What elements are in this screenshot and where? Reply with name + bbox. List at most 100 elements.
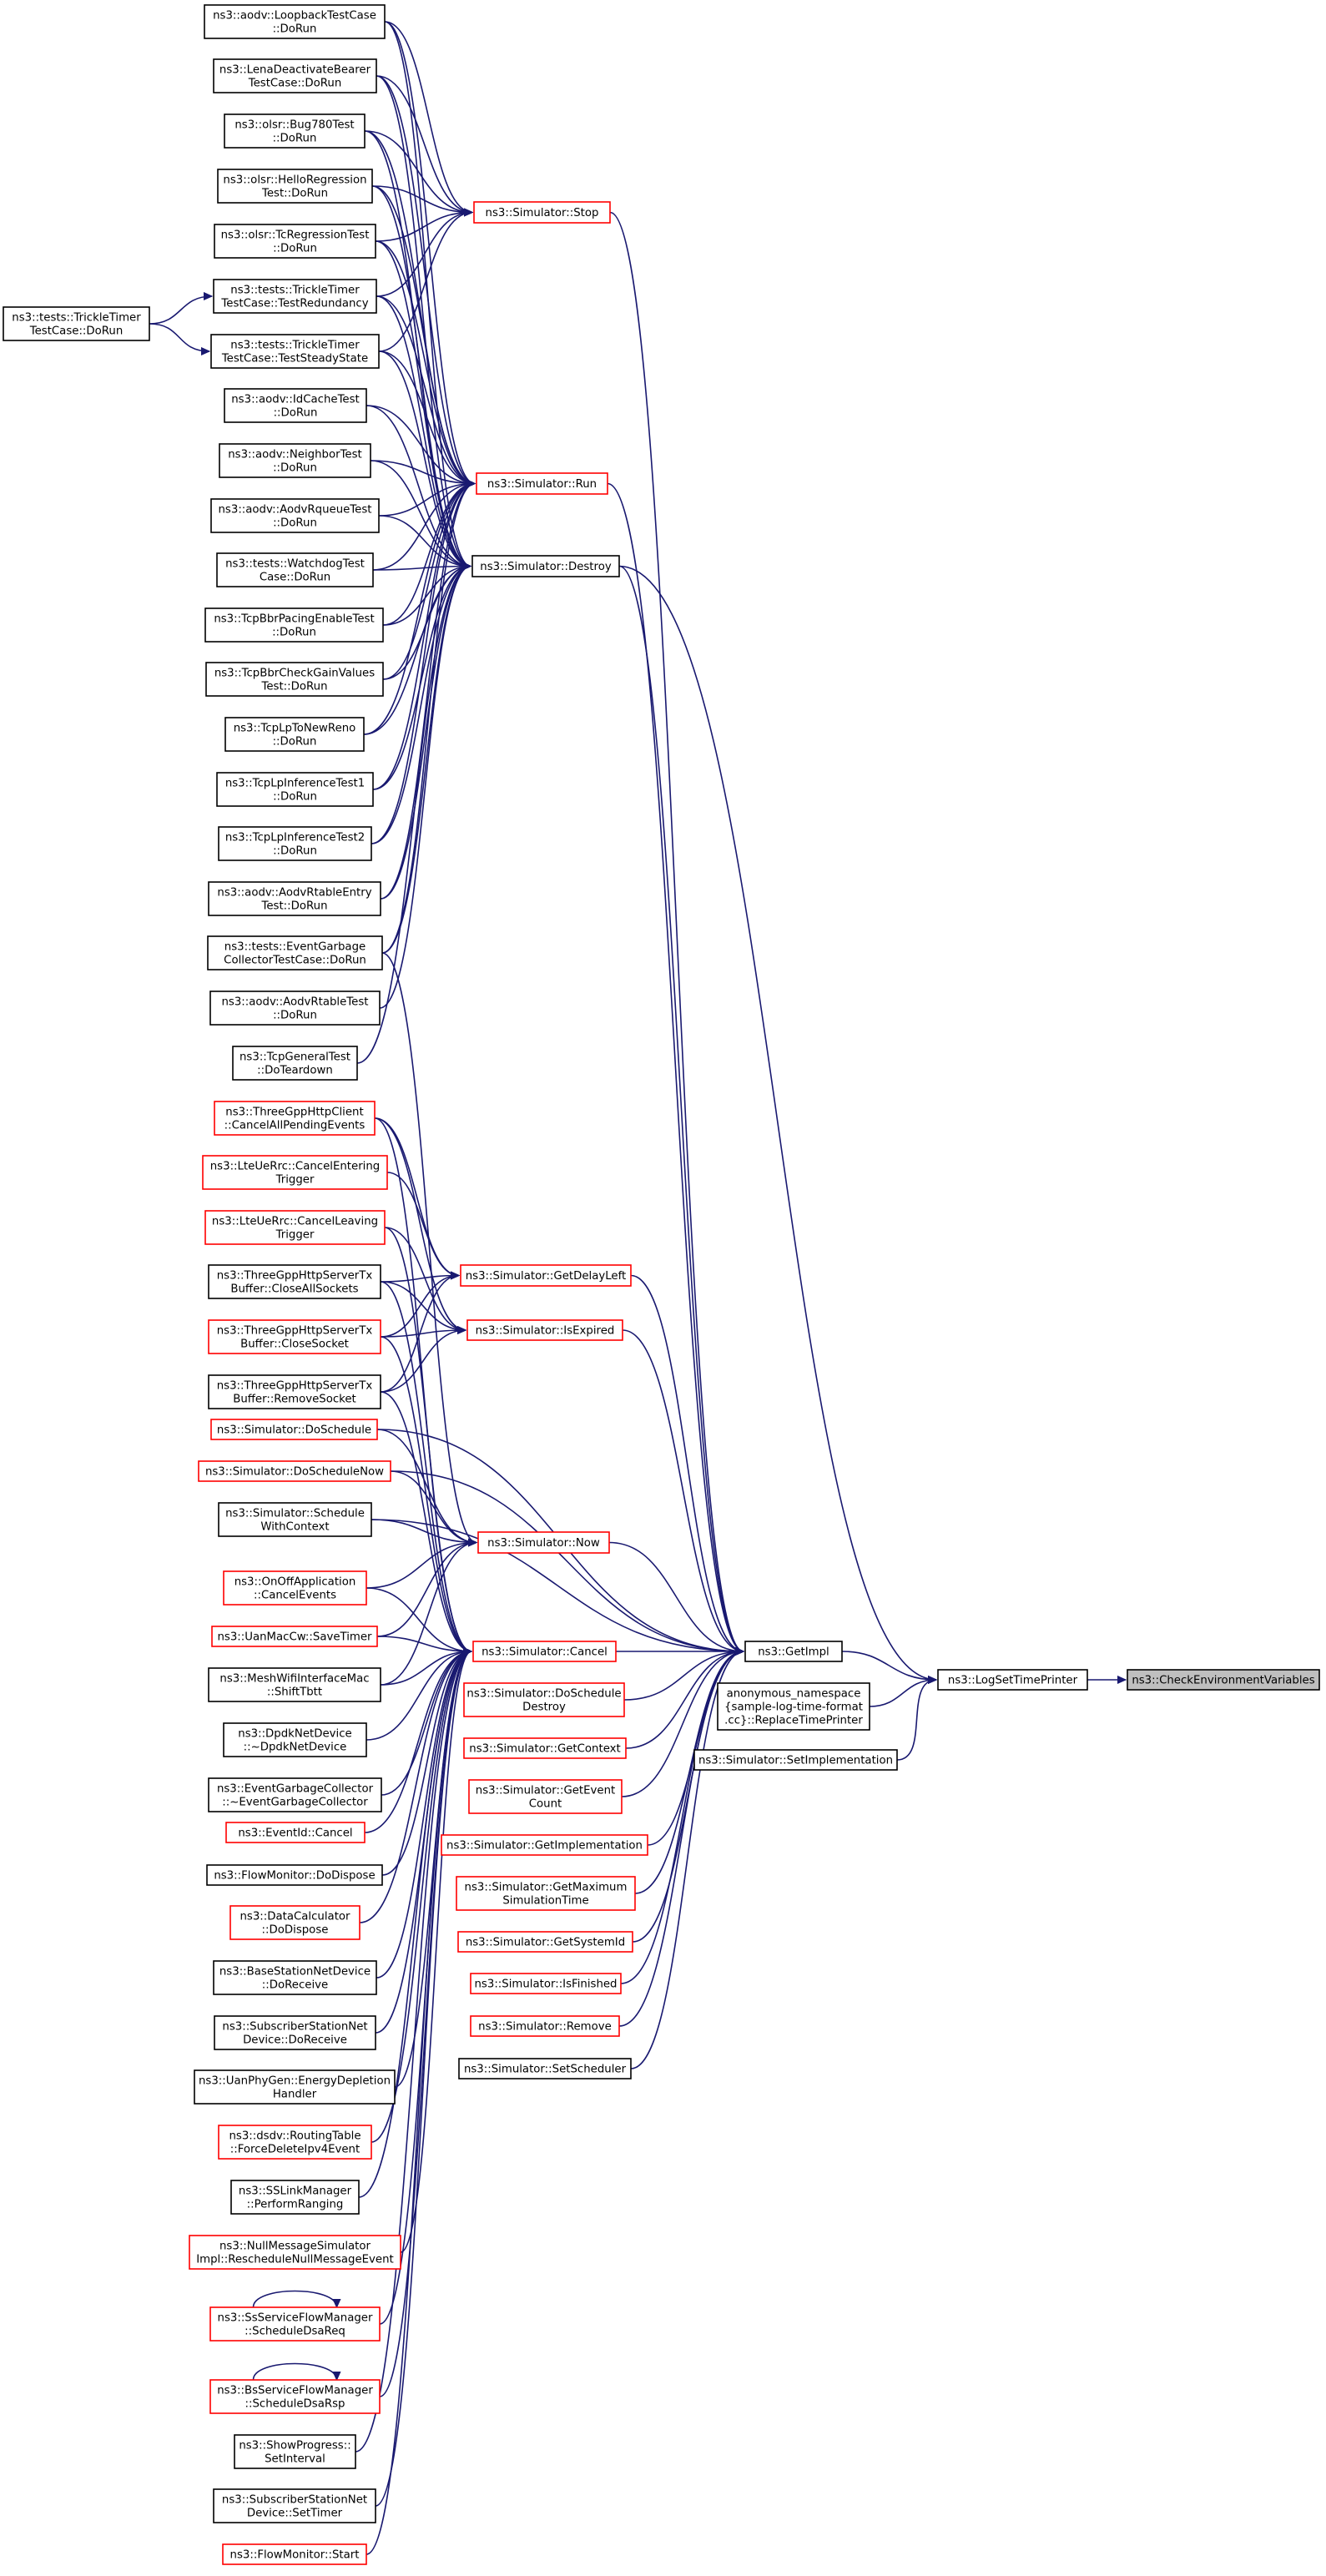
node-ss-dsa-req[interactable]: ns3::SsServiceFlowManager::ScheduleDsaRe… bbox=[209, 2306, 381, 2342]
node-label-line: ns3::TcpBbrCheckGainValues bbox=[214, 668, 375, 680]
node-sim-is-expired[interactable]: ns3::Simulator::IsExpired bbox=[466, 1319, 623, 1341]
node-aodv-rtable-test[interactable]: ns3::aodv::AodvRtableTest::DoRun bbox=[209, 991, 381, 1026]
node-trickle-redundancy[interactable]: ns3::tests::TrickleTimerTestCase::TestRe… bbox=[213, 279, 377, 314]
edge-tcp_bbr_gain-to-sim_run bbox=[382, 484, 475, 680]
edge-sim_remove-to-get_impl bbox=[618, 1651, 744, 2027]
node-onoff-cancel[interactable]: ns3::OnOffApplication::CancelEvents bbox=[223, 1570, 367, 1606]
edge-onoff_cancel-to-sim_now bbox=[366, 1543, 476, 1589]
node-eventid-cancel[interactable]: ns3::EventId::Cancel bbox=[225, 1822, 366, 1843]
node-nullmsg-resched[interactable]: ns3::NullMessageSimulatorImpl::Reschedul… bbox=[189, 2235, 401, 2270]
node-tcp-lp-inf1[interactable]: ns3::TcpLpInferenceTest1::DoRun bbox=[216, 772, 374, 807]
node-tcp-lp-inf2[interactable]: ns3::TcpLpInferenceTest2::DoRun bbox=[218, 826, 372, 861]
node-box bbox=[225, 1822, 366, 1843]
node-label-line: ::DoRun bbox=[273, 791, 317, 804]
node-replace-time-printer[interactable]: anonymous_namespace{sample-log-time-form… bbox=[717, 1682, 870, 1731]
node-bs-receive[interactable]: ns3::BaseStationNetDevice::DoReceive bbox=[213, 1960, 377, 1995]
node-sim-destroy[interactable]: ns3::Simulator::Destroy bbox=[471, 555, 620, 577]
node-dsdv-force[interactable]: ns3::dsdv::RoutingTable::ForceDeleteIpv4… bbox=[218, 2125, 372, 2160]
node-box bbox=[205, 662, 384, 697]
node-get-impl[interactable]: ns3::GetImpl bbox=[744, 1641, 843, 1662]
node-sim-get-implementation[interactable]: ns3::Simulator::GetImplementation bbox=[441, 1834, 648, 1856]
node-label-line: Handler bbox=[273, 2089, 317, 2101]
node-datacalc-dispose[interactable]: ns3::DataCalculator::DoDispose bbox=[229, 1905, 360, 1940]
node-tcp-lp-newreno[interactable]: ns3::TcpLpToNewReno::DoRun bbox=[224, 717, 365, 752]
node-label-line: TestCase::TestSteadyState bbox=[221, 353, 368, 365]
node-check-env[interactable]: ns3::CheckEnvironmentVariables bbox=[1127, 1669, 1320, 1691]
node-label-line: SetInterval bbox=[265, 2453, 325, 2466]
node-box bbox=[207, 935, 383, 970]
edge-http_close_socket-to-sim_is_expired bbox=[380, 1330, 466, 1338]
node-set-implementation[interactable]: ns3::Simulator::SetImplementation bbox=[693, 1749, 898, 1771]
node-sim-do-schedule[interactable]: ns3::Simulator::DoSchedule bbox=[210, 1419, 378, 1440]
node-http-close-all[interactable]: ns3::ThreeGppHttpServerTxBuffer::CloseAl… bbox=[208, 1264, 381, 1299]
node-mesh-shift[interactable]: ns3::MeshWifiInterfaceMac::ShiftTbtt bbox=[208, 1667, 381, 1702]
node-aodv-neighbor[interactable]: ns3::aodv::NeighborTest::DoRun bbox=[219, 443, 371, 478]
node-ss-receive[interactable]: ns3::SubscriberStationNetDevice::DoRecei… bbox=[214, 2015, 376, 2050]
edge-onoff_cancel-to-sim_cancel bbox=[366, 1587, 471, 1651]
node-tcp-bbr-pacing[interactable]: ns3::TcpBbrPacingEnableTest::DoRun bbox=[204, 607, 384, 643]
node-sim-cancel[interactable]: ns3::Simulator::Cancel bbox=[472, 1641, 617, 1662]
node-olsr-bug780[interactable]: ns3::olsr::Bug780Test::DoRun bbox=[224, 113, 366, 149]
node-sim-get-delay-left[interactable]: ns3::Simulator::GetDelayLeft bbox=[460, 1264, 632, 1287]
node-label-line: ns3::TcpLpInferenceTest2 bbox=[225, 832, 365, 844]
node-sim-get-system-id[interactable]: ns3::Simulator::GetSystemId bbox=[457, 1931, 633, 1953]
node-flowmon-dispose[interactable]: ns3::FlowMonitor::DoDispose bbox=[206, 1864, 383, 1886]
node-sim-stop[interactable]: ns3::Simulator::Stop bbox=[473, 201, 611, 224]
node-sim-get-context[interactable]: ns3::Simulator::GetContext bbox=[463, 1737, 627, 1759]
node-label-line: ns3::Simulator::Now bbox=[487, 1537, 600, 1550]
node-label-line: TestCase::DoRun bbox=[248, 78, 342, 90]
node-http-remove-socket[interactable]: ns3::ThreeGppHttpServerTxBuffer::RemoveS… bbox=[208, 1374, 381, 1409]
node-box bbox=[937, 1669, 1088, 1691]
node-aodv-rqueue[interactable]: ns3::aodv::AodvRqueueTest::DoRun bbox=[210, 498, 380, 533]
node-sim-do-schedule-now[interactable]: ns3::Simulator::DoScheduleNow bbox=[198, 1460, 391, 1482]
node-http-close-socket[interactable]: ns3::ThreeGppHttpServerTxBuffer::CloseSo… bbox=[208, 1319, 381, 1354]
node-trickle-steady[interactable]: ns3::tests::TrickleTimerTestCase::TestSt… bbox=[210, 334, 380, 369]
node-log-set-time-printer[interactable]: ns3::LogSetTimePrinter bbox=[937, 1669, 1088, 1691]
node-label-line: ns3::olsr::HelloRegression bbox=[223, 174, 366, 187]
edge-trickle_steady-to-sim_destroy bbox=[378, 350, 471, 567]
node-sim-is-finished[interactable]: ns3::Simulator::IsFinished bbox=[470, 1973, 622, 1994]
node-label-line: ns3::NullMessageSimulator bbox=[219, 2241, 371, 2253]
node-label-line: ns3::aodv::IdCacheTest bbox=[231, 394, 360, 406]
node-label-line: ns3::ThreeGppHttpServerTx bbox=[217, 1270, 373, 1283]
node-label-line: ns3::CheckEnvironmentVariables bbox=[1132, 1675, 1314, 1687]
node-box bbox=[210, 498, 380, 533]
node-http-client-cancel[interactable]: ns3::ThreeGppHttpClient::CancelAllPendin… bbox=[214, 1101, 376, 1136]
node-box bbox=[208, 881, 381, 916]
node-dpdk-dtor[interactable]: ns3::DpdkNetDevice::~DpdkNetDevice bbox=[223, 1722, 367, 1757]
node-tcp-general-teardown[interactable]: ns3::TcpGeneralTest::DoTeardown bbox=[232, 1046, 358, 1081]
node-flowmon-start[interactable]: ns3::FlowMonitor::Start bbox=[222, 2543, 367, 2565]
node-olsr-tc[interactable]: ns3::olsr::TcRegressionTest::DoRun bbox=[214, 224, 376, 259]
node-show-progress[interactable]: ns3::ShowProgress::SetInterval bbox=[234, 2434, 356, 2469]
node-sslink-ranging[interactable]: ns3::SSLinkManager::PerformRanging bbox=[230, 2180, 360, 2215]
node-sim-run[interactable]: ns3::Simulator::Run bbox=[476, 472, 608, 495]
node-bs-dsa-rsp[interactable]: ns3::BsServiceFlowManager::ScheduleDsaRs… bbox=[209, 2379, 381, 2414]
node-ss-set-timer[interactable]: ns3::SubscriberStationNetDevice::SetTime… bbox=[213, 2488, 376, 2523]
node-label-line: CollectorTestCase::DoRun bbox=[224, 955, 366, 967]
edge-aodv_rtable_entry-to-sim_destroy bbox=[380, 567, 471, 900]
node-uan-save-timer[interactable]: ns3::UanMacCw::SaveTimer bbox=[211, 1626, 378, 1647]
node-sim-now[interactable]: ns3::Simulator::Now bbox=[477, 1531, 610, 1554]
node-sim-remove[interactable]: ns3::Simulator::Remove bbox=[470, 2015, 620, 2037]
node-sim-set-scheduler[interactable]: ns3::Simulator::SetScheduler bbox=[458, 2058, 632, 2079]
node-event-garbage-test[interactable]: ns3::tests::EventGarbageCollectorTestCas… bbox=[207, 935, 383, 970]
node-aodv-idcache[interactable]: ns3::aodv::IdCacheTest::DoRun bbox=[224, 388, 367, 423]
node-label-line: ns3::OnOffApplication bbox=[234, 1576, 356, 1589]
node-box bbox=[224, 113, 366, 149]
edge-aodv_rtable_entry-to-sim_run bbox=[380, 484, 475, 900]
node-event-gc-dtor[interactable]: ns3::EventGarbageCollector::~EventGarbag… bbox=[208, 1777, 382, 1812]
node-aodv-loopback[interactable]: ns3::aodv::LoopbackTestCase::DoRun bbox=[204, 4, 386, 39]
